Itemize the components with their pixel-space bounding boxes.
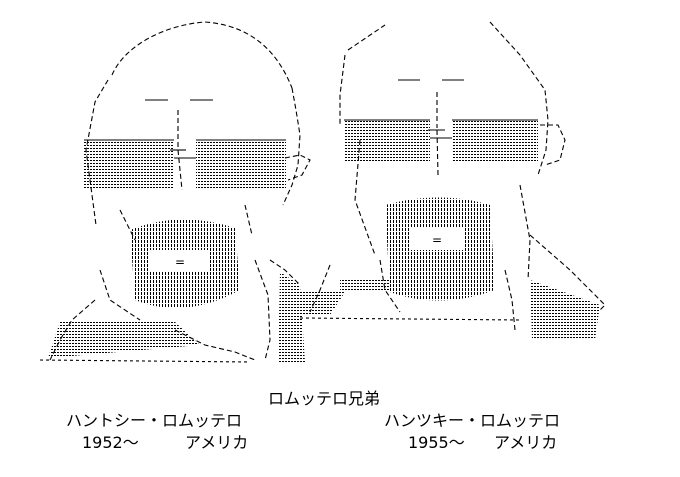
left-glasses (84, 139, 286, 188)
name-left: ハントシー・ロムッテロ (66, 411, 243, 430)
left-beard: = (130, 219, 240, 308)
svg-text:=: = (175, 255, 185, 269)
name-right: ハンツキー・ロムッテロ (384, 411, 561, 430)
svg-text:=: = (432, 233, 442, 247)
right-glasses (344, 119, 538, 162)
year-right: 1955〜 (408, 433, 465, 452)
country-right: アメリカ (494, 433, 558, 452)
title: ロムッテロ兄弟 (268, 389, 381, 408)
country-left: アメリカ (185, 433, 249, 452)
left-face (39, 21, 311, 363)
year-left: 1952〜 (82, 433, 139, 452)
shoulder-shading (48, 272, 600, 362)
right-beard: = (385, 197, 495, 301)
